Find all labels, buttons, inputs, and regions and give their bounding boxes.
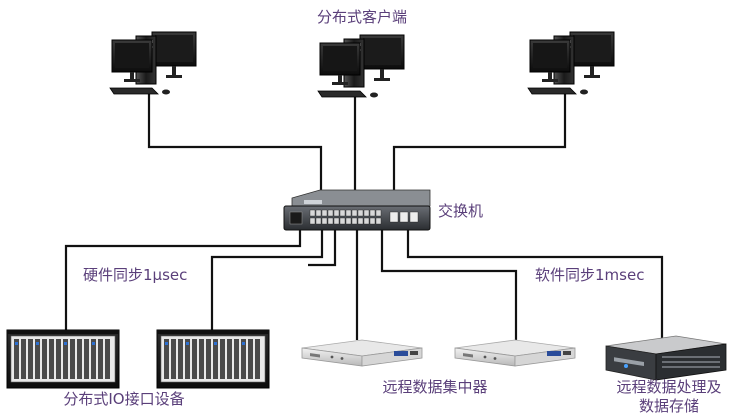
cable-concentrator-right [380,228,518,340]
rack-server [605,335,727,381]
concentrator-1 [301,339,423,367]
processing-label-line2: 数据存储 [638,397,700,415]
cable-client-left [147,93,323,204]
cable-io-right [210,228,324,332]
io-device-1 [6,329,120,389]
switch-label: 交换机 [438,202,484,220]
processing-label-line1: 远程数据处理及 [616,378,722,396]
io-devices-label: 分布式IO接口设备 [63,390,185,408]
concentrator-2 [454,339,576,367]
cable-io-left [64,228,302,332]
cable-server [406,228,664,340]
concentrators-label: 远程数据集中器 [382,378,488,396]
cable-client-right [392,93,567,204]
network-cables [64,93,664,340]
clients-label: 分布式客户端 [316,8,408,26]
client-workstation-2 [317,34,405,98]
client-workstation-1 [109,31,197,95]
network-switch-icon [283,189,431,231]
client-workstation-3 [527,31,615,95]
hw-sync-label: 硬件同步1μsec [83,266,188,284]
cable-hw-stub [308,228,337,267]
sw-sync-label: 软件同步1msec [535,266,645,284]
io-device-2 [156,329,270,389]
